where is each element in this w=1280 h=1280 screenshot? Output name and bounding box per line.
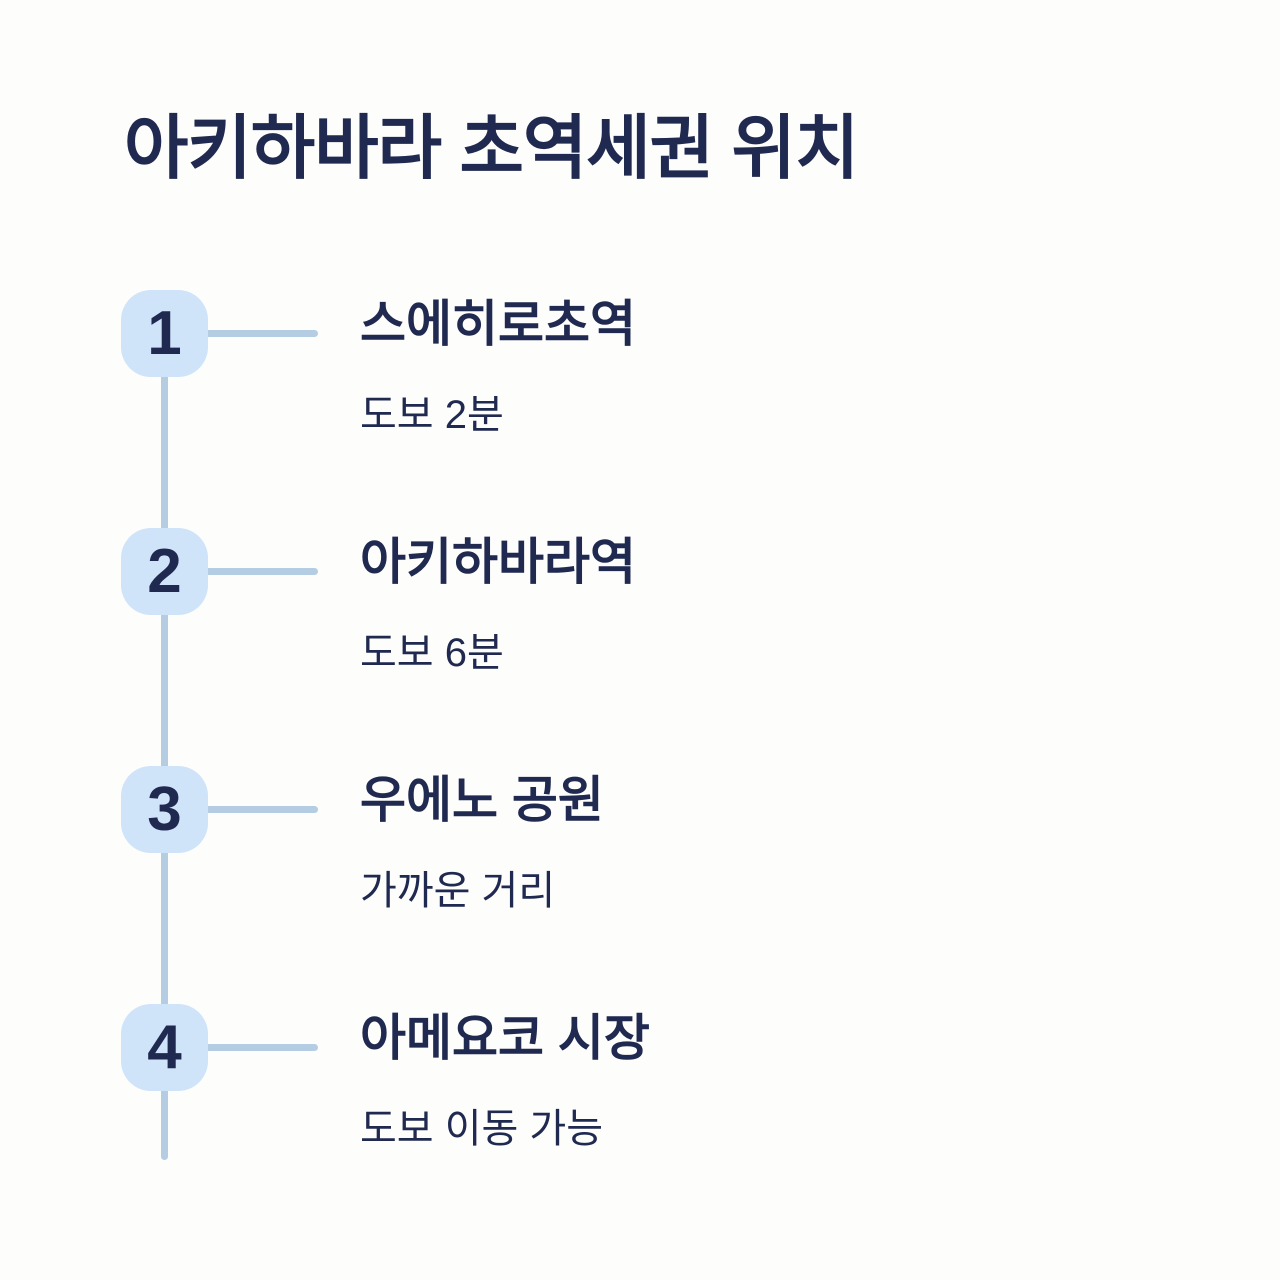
item-title: 우에노 공원 <box>360 772 604 828</box>
item-text-block: 우에노 공원 가까운 거리 <box>360 766 604 914</box>
step-badge: 1 <box>121 290 208 377</box>
timeline-item: 2 아키하바라역 도보 6분 <box>121 528 636 676</box>
timeline-item: 3 우에노 공원 가까운 거리 <box>121 766 604 914</box>
timeline-item: 1 스에히로초역 도보 2분 <box>121 290 636 438</box>
item-subtitle: 도보 2분 <box>360 393 504 437</box>
connector-line <box>208 1044 318 1051</box>
item-subtitle: 도보 이동 가능 <box>360 1107 604 1151</box>
item-title: 아메요코 시장 <box>360 1010 650 1066</box>
connector-line <box>208 330 318 337</box>
item-title: 스에히로초역 <box>360 296 636 352</box>
item-text-block: 아메요코 시장 도보 이동 가능 <box>360 1004 650 1152</box>
timeline-item: 4 아메요코 시장 도보 이동 가능 <box>121 1004 650 1152</box>
step-badge: 4 <box>121 1004 208 1091</box>
connector-line <box>208 806 318 813</box>
step-number: 4 <box>147 1013 182 1082</box>
page-title: 아키하바라 초역세권 위치 <box>124 109 859 187</box>
item-subtitle: 가까운 거리 <box>360 869 556 913</box>
timeline: 1 스에히로초역 도보 2분 2 아키하바라역 도보 6분 3 <box>121 290 1061 1190</box>
step-number: 1 <box>147 299 182 368</box>
step-number: 3 <box>147 775 182 844</box>
item-text-block: 아키하바라역 도보 6분 <box>360 528 636 676</box>
step-badge: 3 <box>121 766 208 853</box>
step-number: 2 <box>147 537 182 606</box>
item-subtitle: 도보 6분 <box>360 631 504 675</box>
step-badge: 2 <box>121 528 208 615</box>
item-text-block: 스에히로초역 도보 2분 <box>360 290 636 438</box>
item-title: 아키하바라역 <box>360 534 636 590</box>
timeline-vertical-line <box>161 334 168 1160</box>
connector-line <box>208 568 318 575</box>
